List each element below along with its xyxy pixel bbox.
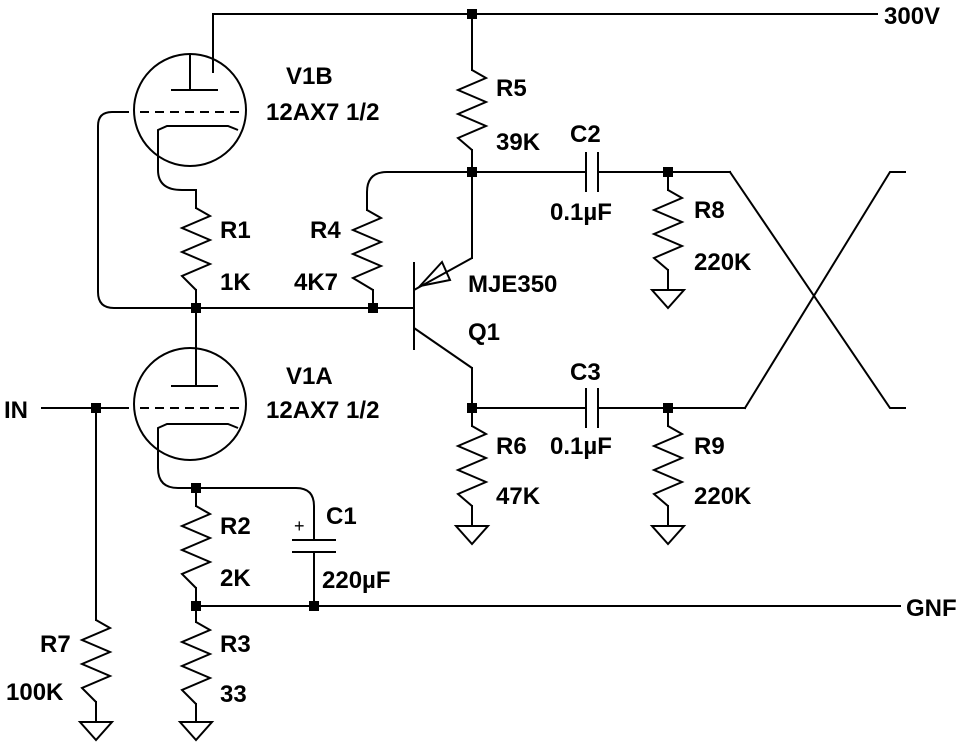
resistor-r1-body <box>179 207 213 291</box>
capacitor-c2-plates <box>585 152 599 192</box>
resistor-r4-body <box>350 209 384 291</box>
v1a-value: 12AX7 1/2 <box>266 397 379 424</box>
junction-dot <box>467 9 477 19</box>
r4-ref: R4 <box>310 217 341 244</box>
junction-dot <box>467 167 477 177</box>
transistor-collector-leg <box>413 327 473 369</box>
resistor-r6-body <box>455 425 489 507</box>
v1b-ref: V1B <box>286 63 333 90</box>
c3-value: 0.1µF <box>550 433 612 460</box>
wire-v1a-cathode <box>157 447 197 489</box>
net-label-300v: 300V <box>884 3 940 30</box>
ground-icon <box>649 525 687 546</box>
ground-icon <box>649 289 687 310</box>
ground-icon <box>453 525 491 546</box>
r9-value: 220K <box>694 483 752 510</box>
wire-output-cross-a <box>728 170 906 409</box>
tube-cathode <box>157 423 239 448</box>
capacitors <box>292 152 599 553</box>
c1-ref: C1 <box>326 503 357 530</box>
c3-ref: C3 <box>570 359 601 386</box>
grounds <box>77 289 687 742</box>
r1-value: 1K <box>220 269 251 296</box>
r4-value: 4K7 <box>294 269 338 296</box>
junction-dot <box>191 601 201 611</box>
resistor-r8-body <box>651 189 685 271</box>
tube-v1a <box>133 347 247 461</box>
resistor-r5-body <box>455 69 489 151</box>
v1a-ref: V1A <box>286 363 333 390</box>
c2-value: 0.1µF <box>550 199 612 226</box>
junction-dot <box>663 403 673 413</box>
net-label-gnf: GNF <box>906 595 957 622</box>
junction-dot <box>191 303 201 313</box>
resistor-r3-body <box>179 621 213 705</box>
r8-value: 220K <box>694 249 752 276</box>
junction-dot <box>191 483 201 493</box>
ground-icon <box>177 721 215 742</box>
r7-value: 100K <box>6 679 64 706</box>
r2-value: 2K <box>220 565 251 592</box>
r3-value: 33 <box>220 681 247 708</box>
c1-polarity-mark: + <box>294 516 305 536</box>
r5-ref: R5 <box>496 75 527 102</box>
junction-dot <box>663 167 673 177</box>
junctions <box>91 9 673 611</box>
r5-value: 39K <box>496 129 541 156</box>
v1b-value: 12AX7 1/2 <box>266 99 379 126</box>
wire-v1b-grid-feed <box>97 111 197 309</box>
r1-ref: R1 <box>220 217 251 244</box>
c1-value: 220µF <box>322 567 391 594</box>
tube-cathode <box>157 125 239 152</box>
resistor-r2-body <box>179 505 213 589</box>
transistor-emitter-arrow <box>417 260 452 288</box>
tube-v1b <box>133 53 247 167</box>
tube-envelope <box>133 53 247 167</box>
transistor-q1 <box>413 257 473 369</box>
c2-ref: C2 <box>570 121 601 148</box>
wire-r4-top <box>366 171 473 211</box>
junction-dot <box>309 601 319 611</box>
labels: 300V IN GNF V1B 12AX7 1/2 V1A 12AX7 1/2 … <box>4 3 957 708</box>
r3-ref: R3 <box>220 631 251 658</box>
junction-dot <box>467 403 477 413</box>
junction-dot <box>91 403 101 413</box>
wire-300v-rail <box>212 13 878 73</box>
wire-output-cross-b <box>743 171 906 410</box>
resistor-r7-body <box>79 619 113 703</box>
q1-value: MJE350 <box>468 271 557 298</box>
resistors <box>79 69 685 723</box>
r7-ref: R7 <box>40 631 71 658</box>
wires <box>41 13 906 623</box>
capacitor-c1-plates <box>292 539 336 553</box>
wire-v1b-cathode <box>157 151 197 209</box>
capacitor-c3-plates <box>585 388 599 428</box>
r6-ref: R6 <box>496 433 527 460</box>
r6-value: 47K <box>496 483 541 510</box>
wire-c1-top <box>195 487 315 541</box>
r8-ref: R8 <box>694 197 725 224</box>
r2-ref: R2 <box>220 513 251 540</box>
q1-ref: Q1 <box>468 319 500 346</box>
ground-icon <box>77 721 115 742</box>
junction-dot <box>368 303 378 313</box>
net-label-in: IN <box>4 397 28 424</box>
resistor-r9-body <box>651 425 685 507</box>
tube-envelope <box>133 347 247 461</box>
r9-ref: R9 <box>694 433 725 460</box>
